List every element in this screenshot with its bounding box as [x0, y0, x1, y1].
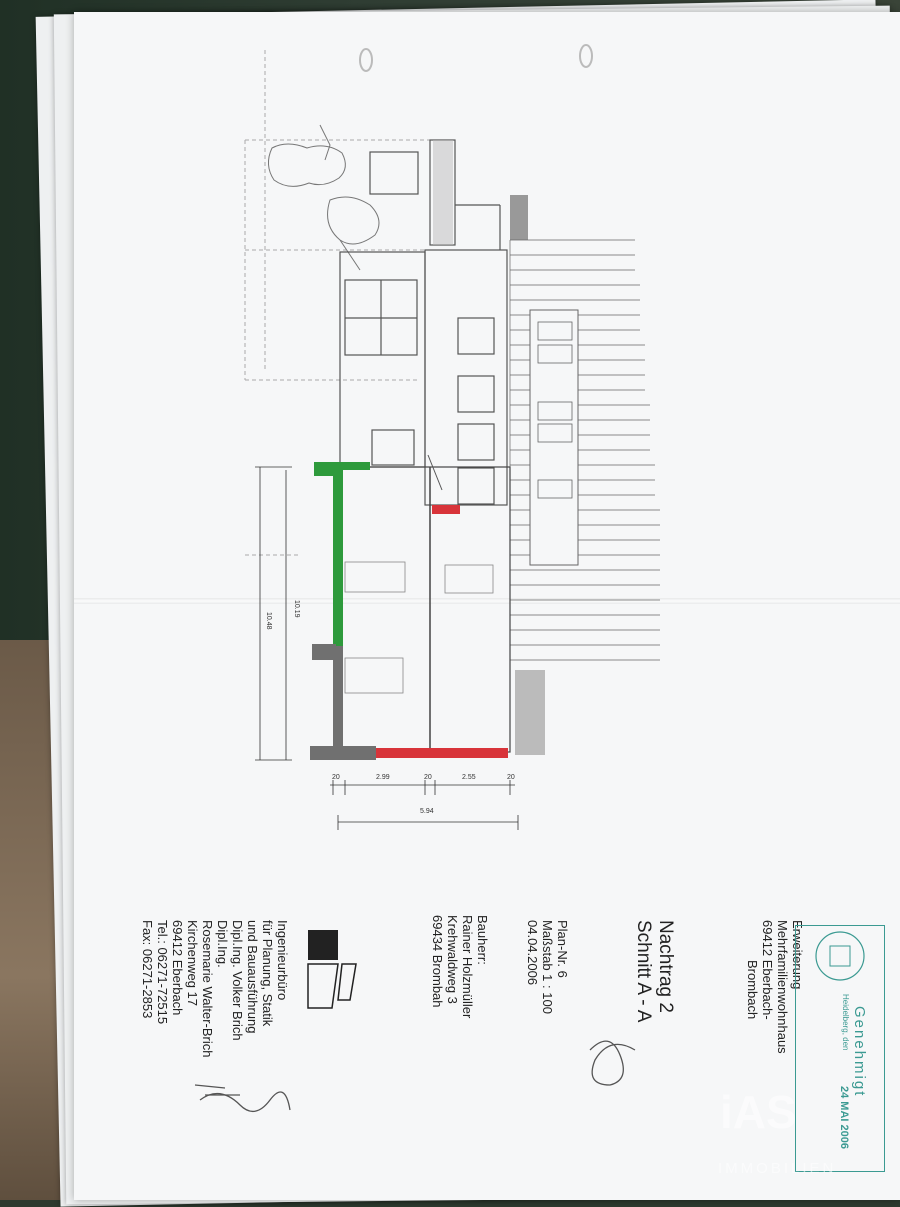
stamp-date-prefix: Heidelberg, den: [841, 994, 850, 1051]
dim-text: 2.55: [462, 774, 476, 781]
stamp-date: 24 MAI 2006: [838, 1086, 850, 1149]
dormer-windows: [537, 321, 573, 499]
dim-text: 20: [424, 774, 432, 781]
section-extension: [310, 454, 545, 760]
watermark-logo: iAS: [720, 1086, 797, 1138]
punch-hole: [579, 44, 593, 68]
sheet-fold: [74, 598, 900, 604]
stamp-title: Genehmigt: [851, 1006, 868, 1098]
dim-text: 20: [332, 774, 340, 781]
watermark-text: IMMOBILIEN: [718, 1160, 837, 1177]
approval-stamp: Genehmigt Heidelberg, den 24 MAI 2006: [795, 925, 885, 1172]
dim-text: 20: [507, 774, 515, 781]
dim-text: 2.99: [376, 774, 390, 781]
punch-hole: [359, 48, 373, 72]
drawing-sheet: [74, 12, 900, 1200]
tree-sketch: [268, 124, 380, 271]
dimension-lines: [255, 466, 519, 830]
existing-building: [339, 139, 528, 506]
seal-icon: [815, 931, 865, 981]
neighbour-outline: [244, 50, 430, 556]
dim-total: 5.94: [420, 808, 434, 815]
